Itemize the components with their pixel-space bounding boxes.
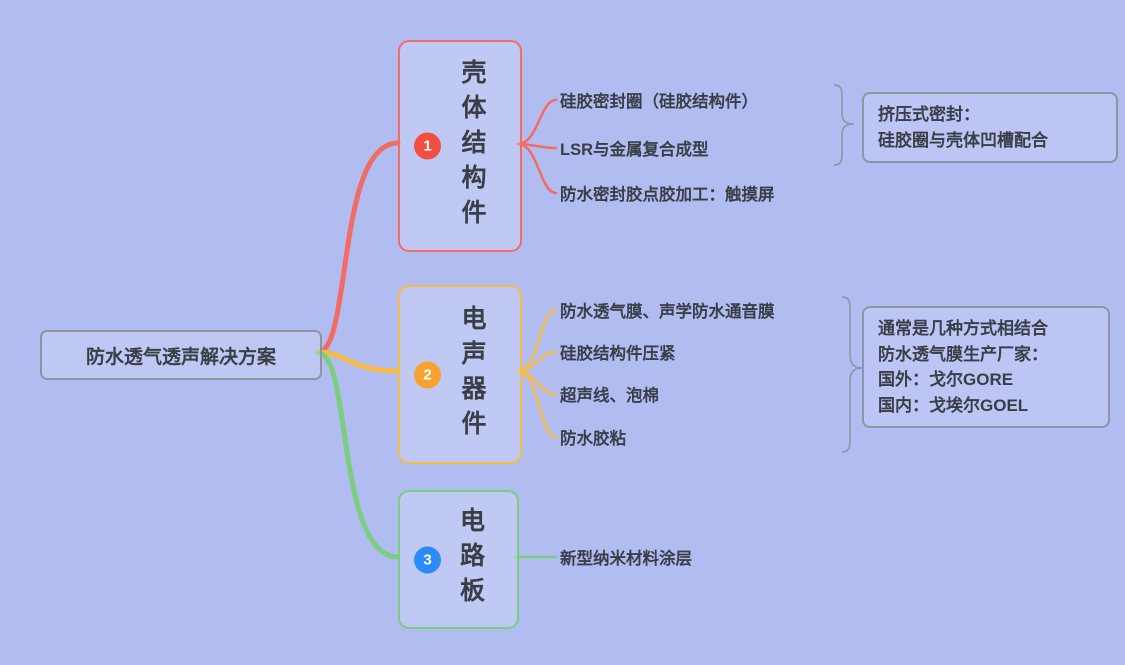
child-topic[interactable]: LSR与金属复合成型 [560,141,709,159]
child-line [516,98,558,146]
child-line [516,308,558,373]
child-line [516,142,558,195]
branch-node-pcb[interactable]: 3 电路板 [398,490,519,629]
branch-label-acoustic: 电声器件 [458,304,486,445]
branch-line-pcb [315,350,401,560]
branch-label-shell: 壳体结构件 [458,58,486,234]
brace-acoustic-group [841,296,863,453]
branch-line-shell [315,140,401,355]
brace-shell-group [833,84,855,166]
child-topic[interactable]: 防水胶粘 [560,430,626,448]
note-box-shell[interactable]: 挤压式密封： 硅胶圈与壳体凹槽配合 [862,92,1118,163]
branch-number-badge-2: 2 [414,361,441,388]
child-topic[interactable]: 防水透气膜、声学防水通音膜 [560,303,775,321]
child-topic[interactable]: 硅胶密封圈（硅胶结构件） [560,93,758,111]
branch-number-badge-1: 1 [414,132,441,160]
branch-label-pcb: 电路板 [456,507,485,612]
root-node[interactable]: 防水透气透声解决方案 [40,330,322,380]
child-topic[interactable]: 超声线、泡棉 [560,387,659,405]
branch-line-acoustic [315,349,401,374]
child-line [516,369,558,396]
child-line [516,369,558,439]
child-topic[interactable]: 新型纳米材料涂层 [560,550,692,568]
child-topic[interactable]: 硅胶结构件压紧 [560,345,676,363]
child-line [516,142,558,150]
root-label: 防水透气透声解决方案 [85,346,276,368]
branch-node-shell[interactable]: 1 壳体结构件 [398,40,522,252]
branch-node-acoustic[interactable]: 2 电声器件 [398,285,522,464]
child-topic[interactable]: 防水密封胶点胶加工：触摸屏 [560,186,775,204]
note-box-acoustic[interactable]: 通常是几种方式相结合 防水透气膜生产厂家： 国外：戈尔GORE 国内：戈埃尔GO… [862,306,1110,428]
child-line [516,350,558,373]
branch-number-badge-3: 3 [414,546,441,573]
